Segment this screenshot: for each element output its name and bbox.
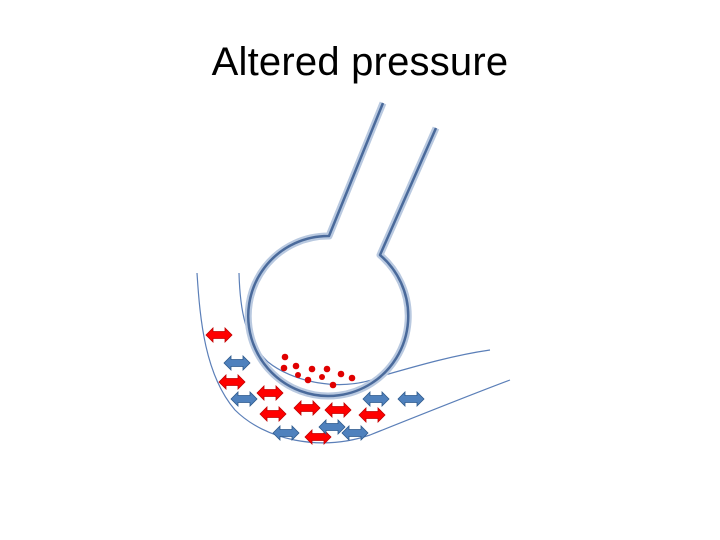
red-dot — [348, 374, 356, 382]
red-dot — [304, 376, 312, 384]
blue-arrow — [341, 425, 369, 441]
red-dot — [323, 365, 331, 373]
red-arrow — [256, 385, 284, 401]
red-arrow — [324, 402, 352, 418]
vessel-outer-wall — [196, 272, 511, 444]
blue-arrow — [230, 391, 258, 407]
vessel-inner-wall — [238, 272, 491, 386]
red-arrow — [259, 406, 287, 422]
red-dot — [292, 362, 300, 370]
blue-arrow — [318, 419, 346, 435]
red-dot — [329, 381, 337, 389]
probe-outline-dark — [246, 102, 438, 398]
red-dot — [295, 372, 301, 378]
blue-arrow — [362, 391, 390, 407]
red-dot — [337, 370, 345, 378]
red-arrow — [358, 407, 386, 423]
red-arrow — [205, 327, 233, 343]
red-dot — [281, 353, 289, 361]
blue-arrow — [397, 391, 425, 407]
red-dot — [308, 365, 316, 373]
red-dot — [319, 374, 325, 380]
red-dot — [280, 364, 288, 372]
particle-dots — [280, 353, 356, 389]
blue-arrow — [223, 355, 251, 371]
slide-title: Altered pressure — [211, 40, 509, 84]
red-arrow — [218, 374, 246, 390]
probe — [244, 101, 440, 400]
red-arrow — [293, 400, 321, 416]
probe-outline-light — [244, 101, 440, 400]
